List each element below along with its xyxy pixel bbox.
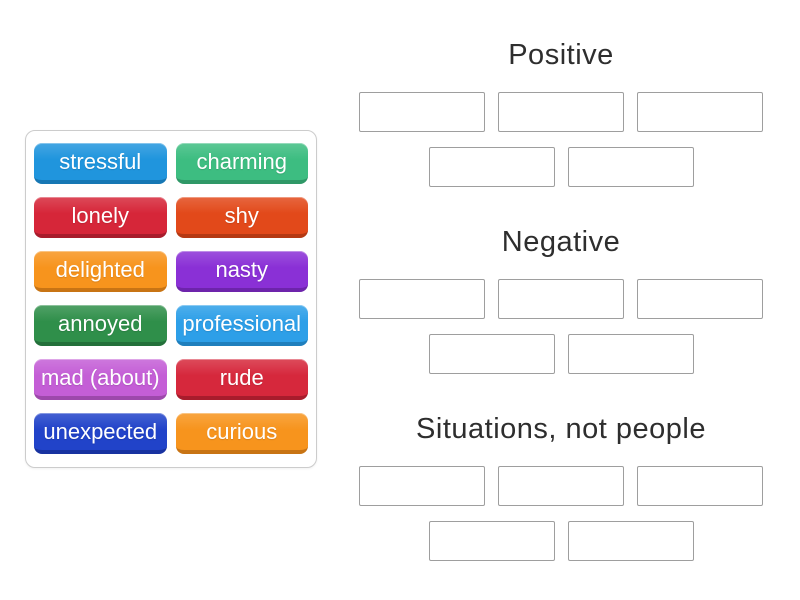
word-tile[interactable]: lonely bbox=[34, 197, 167, 238]
group-title: Positive bbox=[508, 39, 614, 71]
drop-slot[interactable] bbox=[498, 92, 624, 132]
word-tile[interactable]: delighted bbox=[34, 251, 167, 292]
category-group: Positive bbox=[359, 36, 763, 187]
word-tile[interactable]: curious bbox=[175, 413, 308, 454]
drop-slot[interactable] bbox=[428, 521, 555, 561]
word-tile[interactable]: charming bbox=[175, 143, 308, 184]
group-title: Situations, not people bbox=[416, 413, 706, 445]
category-group: Situations, not people bbox=[359, 410, 763, 561]
drop-slot[interactable] bbox=[637, 279, 763, 319]
drop-slot[interactable] bbox=[359, 92, 485, 132]
drop-slot[interactable] bbox=[498, 466, 624, 506]
word-tile[interactable]: stressful bbox=[34, 143, 167, 184]
drop-slot[interactable] bbox=[567, 521, 694, 561]
word-tile[interactable]: rude bbox=[175, 359, 308, 400]
category-group: Negative bbox=[359, 223, 763, 374]
slot-row bbox=[359, 521, 763, 561]
drop-slot[interactable] bbox=[567, 334, 694, 374]
word-tile[interactable]: mad (about) bbox=[34, 359, 167, 400]
drop-slot[interactable] bbox=[359, 279, 485, 319]
slot-row bbox=[359, 279, 763, 319]
drop-slot[interactable] bbox=[428, 334, 555, 374]
slot-row bbox=[359, 147, 763, 187]
word-tile[interactable]: professional bbox=[175, 305, 308, 346]
drop-slot[interactable] bbox=[637, 92, 763, 132]
drop-slot[interactable] bbox=[567, 147, 694, 187]
drop-slot[interactable] bbox=[498, 279, 624, 319]
slot-row bbox=[359, 92, 763, 132]
group-title: Negative bbox=[501, 226, 621, 258]
slot-row bbox=[359, 466, 763, 506]
word-tile[interactable]: nasty bbox=[175, 251, 308, 292]
drop-slot[interactable] bbox=[359, 466, 485, 506]
word-tile[interactable]: annoyed bbox=[34, 305, 167, 346]
word-tile[interactable]: shy bbox=[175, 197, 308, 238]
slot-row bbox=[359, 334, 763, 374]
drop-slot[interactable] bbox=[637, 466, 763, 506]
word-tile[interactable]: unexpected bbox=[34, 413, 167, 454]
drop-slot[interactable] bbox=[428, 147, 555, 187]
